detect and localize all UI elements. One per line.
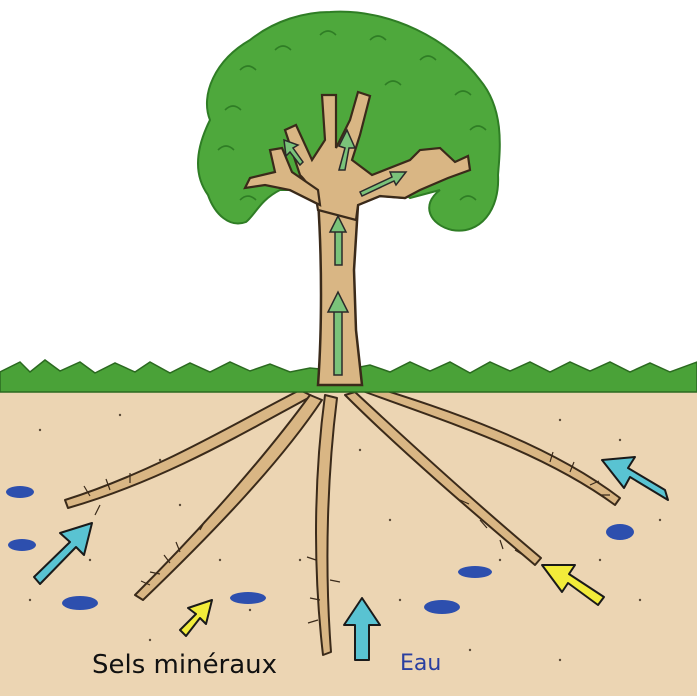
mineral-salts-label: Sels minéraux xyxy=(92,650,277,680)
water-puddle xyxy=(458,566,492,578)
water-puddle xyxy=(6,486,34,498)
soil-ground xyxy=(0,382,697,696)
tree-foliage xyxy=(198,12,500,231)
water-puddle xyxy=(62,596,98,610)
water-puddle xyxy=(230,592,266,604)
water-puddle xyxy=(606,524,634,540)
water-puddle xyxy=(8,539,36,551)
water-puddle xyxy=(424,600,460,614)
water-label: Eau xyxy=(400,651,441,676)
